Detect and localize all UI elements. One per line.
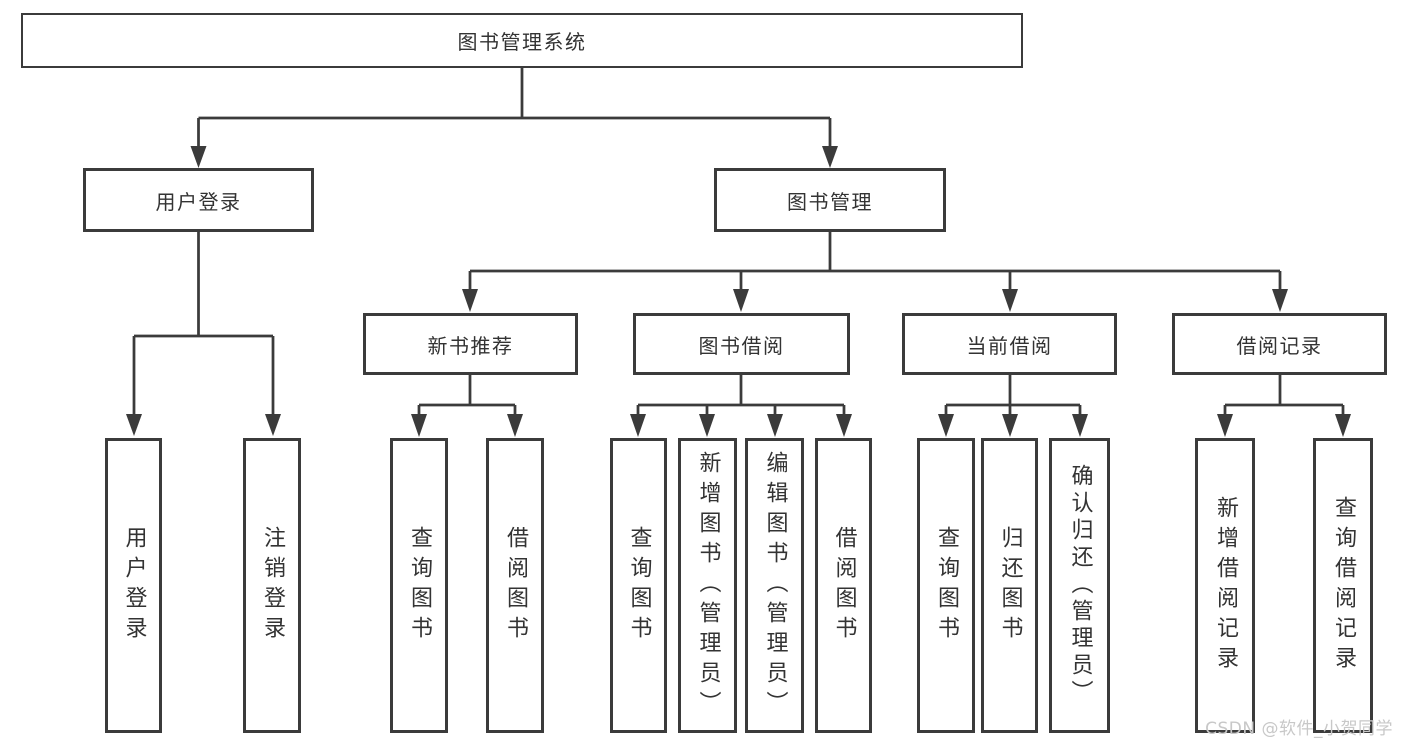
- leaf-borrow-books-2: 借阅图书: [815, 438, 872, 733]
- node-label: 图书管理系统: [457, 30, 587, 54]
- arrowhead-icon: [1217, 414, 1233, 437]
- arrowhead-icon: [462, 289, 478, 312]
- connector-user-login: [126, 232, 281, 436]
- connector-borrow-records: [1217, 375, 1351, 437]
- node-label: 用户登录: [155, 189, 242, 214]
- arrowhead-icon: [126, 414, 142, 436]
- arrowhead-icon: [767, 414, 783, 437]
- arrowhead-icon: [1002, 289, 1018, 312]
- leaf-confirm-return-admin: 确认归还（管理员）: [1049, 438, 1110, 733]
- connector-path: [132, 232, 275, 415]
- node-label: 查询借阅记录: [1331, 495, 1356, 676]
- node-label: 图书借阅: [698, 333, 785, 358]
- node-label: 新增借阅记录: [1213, 495, 1238, 676]
- connector-path: [197, 68, 832, 147]
- node-new-book-recommend: 新书推荐: [363, 313, 578, 375]
- leaf-query-books-2: 查询图书: [610, 438, 667, 733]
- arrowhead-icon: [836, 414, 852, 437]
- leaf-logout: 注销登录: [243, 438, 301, 733]
- leaf-user-login: 用户登录: [105, 438, 162, 733]
- leaf-query-borrow-record: 查询借阅记录: [1313, 438, 1373, 733]
- node-label: 借阅记录: [1236, 333, 1323, 358]
- leaf-query-books-3: 查询图书: [917, 438, 975, 733]
- node-label: 当前借阅: [966, 333, 1053, 358]
- node-label: 查询图书: [934, 525, 959, 646]
- arrowhead-icon: [265, 414, 281, 436]
- arrowhead-icon: [1335, 414, 1351, 437]
- connector-book-management: [462, 232, 1288, 312]
- arrowhead-icon: [733, 289, 749, 312]
- leaf-edit-books-admin: 编辑图书（管理员）: [745, 438, 804, 733]
- leaf-query-books-1: 查询图书: [390, 438, 448, 733]
- node-label: 编辑图书（管理员）: [762, 450, 788, 721]
- connector-book-borrow: [630, 375, 852, 437]
- node-library-management-system: 图书管理系统: [21, 13, 1023, 68]
- arrowhead-icon: [190, 146, 207, 168]
- node-label: 确认归还（管理员）: [1067, 464, 1093, 707]
- arrowhead-icon: [1002, 414, 1018, 437]
- node-book-borrow: 图书借阅: [633, 313, 850, 375]
- node-label: 图书管理: [787, 189, 873, 214]
- node-label: 新增图书（管理员）: [695, 450, 721, 721]
- connector-path: [636, 375, 846, 415]
- arrowhead-icon: [630, 414, 646, 437]
- connector-current-borrow: [938, 375, 1088, 437]
- node-label: 查询图书: [626, 525, 652, 646]
- connector-path: [417, 375, 517, 415]
- arrowhead-icon: [699, 414, 715, 437]
- arrowhead-icon: [411, 414, 427, 437]
- node-label: 借阅图书: [503, 525, 528, 646]
- connector-path: [468, 232, 1282, 290]
- node-book-management-branch: 图书管理: [714, 168, 946, 232]
- leaf-return-books: 归还图书: [981, 438, 1038, 733]
- watermark: CSDN @软件_小贺同学: [1205, 719, 1393, 739]
- node-label: 用户登录: [121, 525, 147, 646]
- node-label: 新书推荐: [427, 333, 514, 358]
- arrowhead-icon: [507, 414, 523, 437]
- arrowhead-icon: [938, 414, 954, 437]
- node-current-borrow: 当前借阅: [902, 313, 1117, 375]
- node-borrow-records: 借阅记录: [1172, 313, 1387, 375]
- leaf-add-borrow-record: 新增借阅记录: [1195, 438, 1255, 733]
- arrowhead-icon: [822, 146, 838, 168]
- node-label: 归还图书: [997, 525, 1023, 646]
- node-user-login-branch: 用户登录: [83, 168, 314, 232]
- node-label: 注销登录: [260, 525, 285, 646]
- leaf-borrow-books-1: 借阅图书: [486, 438, 544, 733]
- connector-root: [190, 68, 838, 168]
- node-label: 查询图书: [407, 525, 432, 646]
- connector-new-book-recommend: [411, 375, 523, 437]
- node-label: 借阅图书: [831, 525, 857, 646]
- leaf-add-books-admin: 新增图书（管理员）: [678, 438, 737, 733]
- arrowhead-icon: [1072, 414, 1088, 437]
- connector-path: [944, 375, 1082, 415]
- arrowhead-icon: [1272, 289, 1288, 312]
- connector-path: [1223, 375, 1345, 415]
